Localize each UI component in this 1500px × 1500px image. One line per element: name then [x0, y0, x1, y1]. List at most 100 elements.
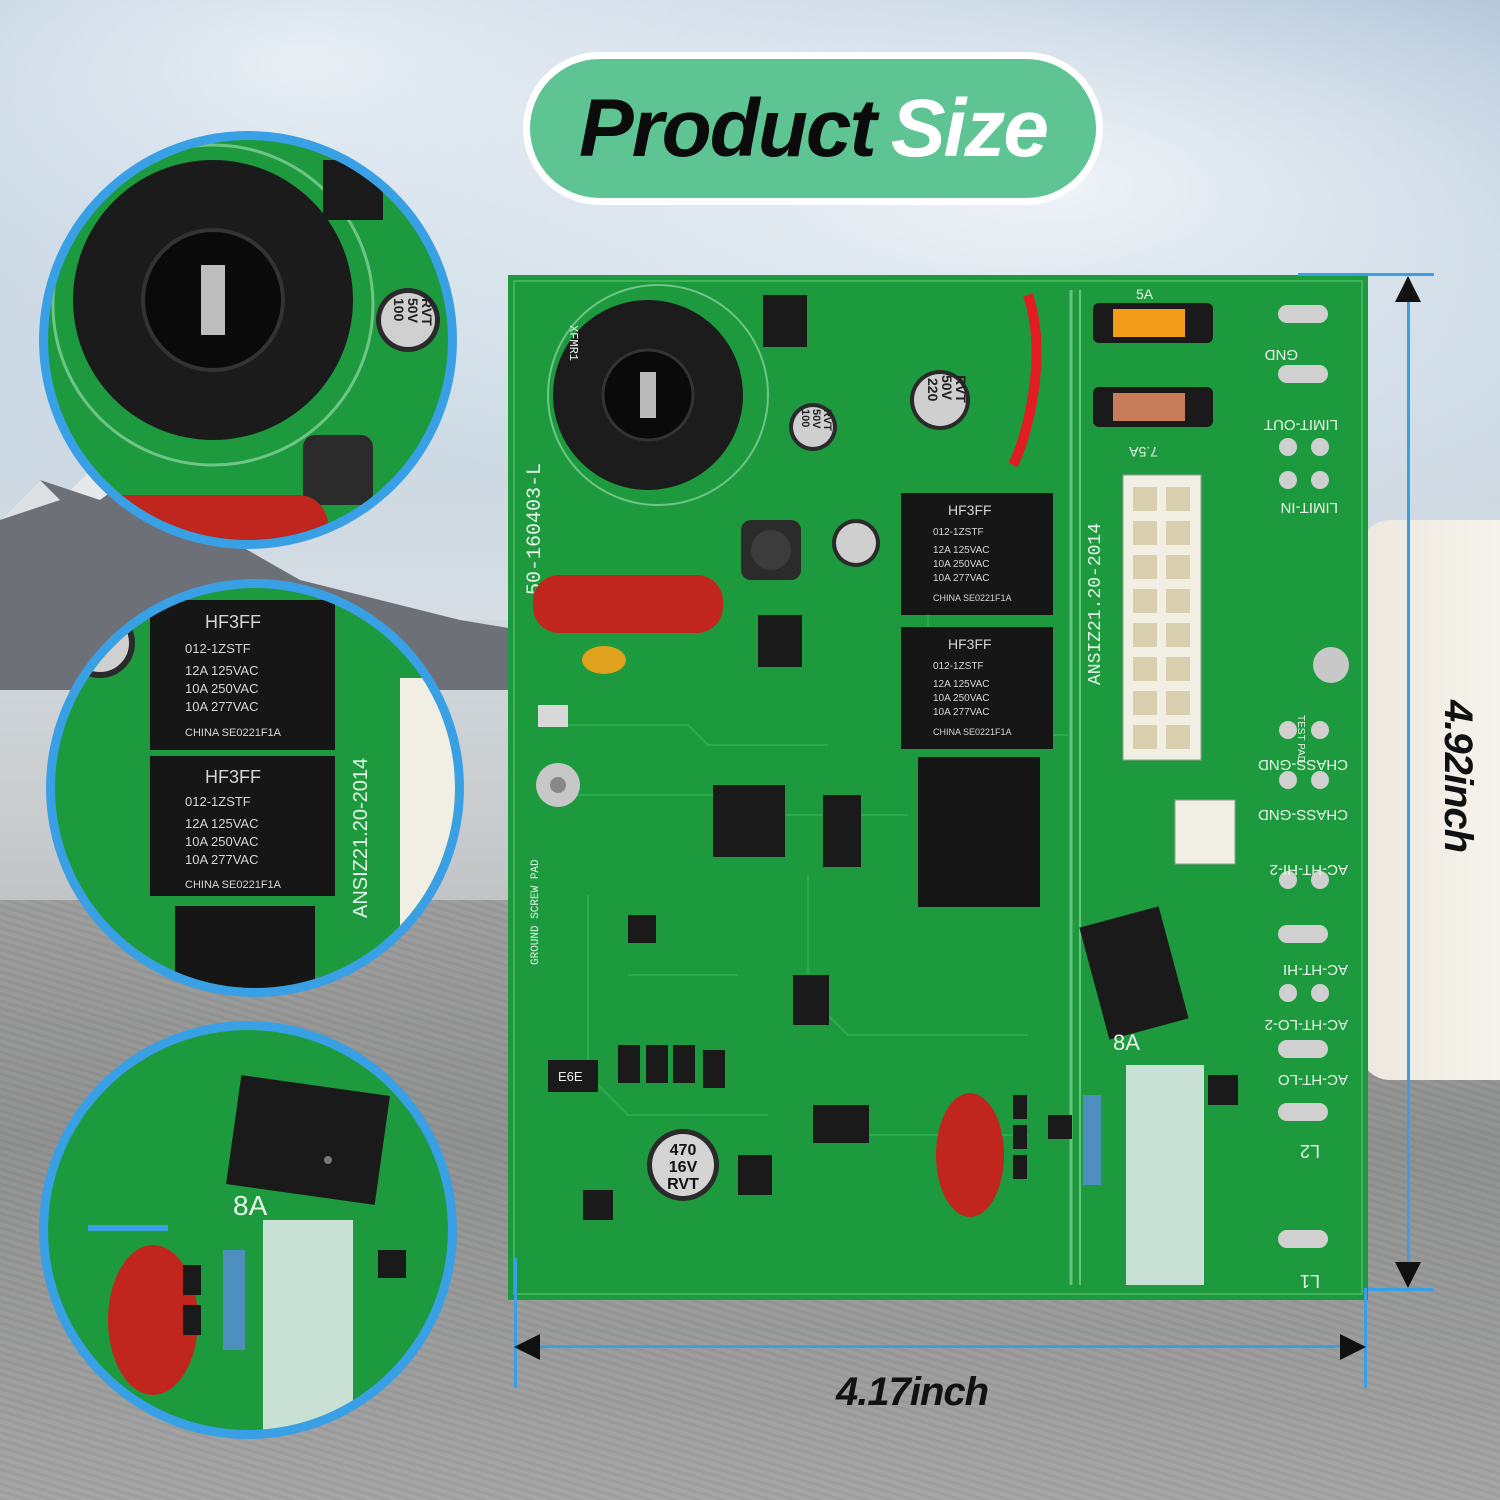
svg-text:10A 277VAC: 10A 277VAC	[185, 852, 258, 867]
e6e-inductor	[548, 1060, 598, 1092]
svg-text:12A 125VAC: 12A 125VAC	[185, 663, 258, 678]
svg-text:HF3FF: HF3FF	[205, 612, 261, 632]
rv-background	[1360, 520, 1500, 1080]
svg-text:HF3FF: HF3FF	[948, 502, 992, 518]
svg-text:012-1ZSTF: 012-1ZSTF	[933, 527, 984, 538]
height-arrow-bottom	[1395, 1262, 1421, 1288]
width-dimension-line	[525, 1345, 1355, 1348]
relay-k4	[1079, 906, 1189, 1040]
width-arrow-left	[514, 1334, 540, 1360]
circuit-board: 50-160403-L ANSIZ21.20-2014 XFMR1 GROUND…	[508, 275, 1368, 1300]
svg-text:CHINA SE0221F1A: CHINA SE0221F1A	[185, 879, 282, 891]
glass-fuse-8a	[1126, 1065, 1204, 1285]
label-l2: L2	[1300, 1141, 1320, 1161]
cap-470-value: 470	[670, 1142, 697, 1159]
title-pill: Product Size	[530, 59, 1096, 198]
cap-100-voltage: 50V	[810, 409, 822, 429]
part-number-label: 50-160403-L	[524, 463, 547, 595]
svg-text:012-1ZSTF: 012-1ZSTF	[185, 641, 251, 656]
label-limit-in: LIMIT-IN	[1280, 499, 1338, 516]
svg-text:12A 125VAC: 12A 125VAC	[933, 679, 990, 690]
standard-label: ANSIZ21.20-2014	[1086, 523, 1106, 685]
cap-470-voltage: 16V	[669, 1159, 698, 1176]
test-pad	[1313, 647, 1349, 683]
title-word-product: Product	[579, 82, 877, 174]
regulator-ic	[758, 615, 802, 667]
label-test-pad: TEST PAD	[1295, 715, 1306, 763]
connector-p1	[1122, 474, 1202, 761]
svg-text:CHINA SE0221F1A: CHINA SE0221F1A	[933, 727, 1012, 737]
connector-p5	[1174, 799, 1236, 865]
height-label: 4.92inch	[1436, 700, 1480, 853]
ic-chip	[823, 795, 861, 867]
label-gnd: GND	[1265, 346, 1299, 363]
relay-k3: HF3FF 012-1ZSTF 12A 125VAC 10A 250VAC 10…	[901, 493, 1053, 615]
fuse-5a-label: 5A	[1136, 286, 1154, 302]
height-dimension-line	[1407, 290, 1410, 1275]
zoom-circle-fuse: 8A	[39, 1021, 457, 1439]
width-label: 4.17inch	[836, 1370, 989, 1414]
svg-text:CHINA SE0221F1A: CHINA SE0221F1A	[185, 727, 282, 739]
svg-text:10A 250VAC: 10A 250VAC	[185, 681, 258, 696]
svg-text:10A 250VAC: 10A 250VAC	[933, 559, 990, 570]
svg-text:ANSIZ21.20-2014: ANSIZ21.20-2014	[350, 758, 372, 918]
driver-ic	[813, 1105, 869, 1143]
cap-100-value: 100	[799, 409, 811, 427]
svg-text:12A 125VAC: 12A 125VAC	[185, 816, 258, 831]
svg-text:50V: 50V	[405, 298, 421, 324]
fuse-7-5a	[1113, 393, 1185, 421]
svg-text:10A 277VAC: 10A 277VAC	[933, 573, 990, 584]
zoom-circle-relays: HF3FF 012-1ZSTF 12A 125VAC 10A 250VAC 10…	[46, 579, 464, 997]
xfmr-outline	[547, 284, 769, 506]
e6e-label: E6E	[558, 1069, 583, 1084]
svg-text:RVT: RVT	[419, 298, 435, 326]
cap-100-brand: RVT	[821, 409, 833, 431]
xfmr-label: XFMR1	[566, 325, 580, 361]
yellow-capacitor	[582, 646, 626, 674]
cap-220-value: 220	[925, 378, 941, 402]
fuse-7-5a-label: 7.5A	[1129, 444, 1158, 460]
fuse-8a-label: 8A	[1113, 1030, 1140, 1055]
svg-text:CHINA SE0221F1A: CHINA SE0221F1A	[933, 593, 1012, 603]
ground-pad-label: GROUND SCREW PAD	[530, 859, 542, 965]
board-outline	[513, 280, 1363, 1295]
width-dimension-left-tick	[514, 1258, 517, 1388]
width-arrow-right	[1340, 1334, 1366, 1360]
height-dimension-bottom-tick	[1368, 1288, 1434, 1291]
label-l1: L1	[1300, 1271, 1320, 1291]
label-chass-gnd-2: CHASS-GND	[1258, 806, 1348, 823]
width-dimension-right-tick	[1364, 1288, 1367, 1388]
label-ac-ht-hi-2: AC-HT-HI-2	[1270, 861, 1348, 878]
svg-text:012-1ZSTF: 012-1ZSTF	[185, 794, 251, 809]
svg-text:12A 125VAC: 12A 125VAC	[933, 545, 990, 556]
red-film-capacitor	[533, 575, 723, 633]
label-chass-gnd-1: CHASS-GND	[1258, 756, 1348, 773]
svg-text:HF3FF: HF3FF	[205, 767, 261, 787]
label-ac-ht-lo-2: AC-HT-LO-2	[1265, 1016, 1348, 1033]
svg-text:012-1ZSTF: 012-1ZSTF	[933, 661, 984, 672]
cap-220-brand: RVT	[953, 375, 969, 403]
bottom-red-capacitor	[936, 1093, 1004, 1217]
cap-470-brand: RVT	[667, 1176, 699, 1193]
gdi-component	[538, 705, 568, 727]
svg-text:10A 277VAC: 10A 277VAC	[185, 699, 258, 714]
label-limit-out: LIMIT-OUT	[1264, 416, 1338, 433]
svg-text:100: 100	[391, 298, 407, 322]
svg-text:HF3FF: HF3FF	[948, 636, 992, 652]
label-ac-ht-hi: AC-HT-HI	[1283, 961, 1348, 978]
small-ic	[628, 915, 656, 943]
xfmr-adjust-screw	[640, 372, 656, 418]
svg-text:10A 277VAC: 10A 277VAC	[933, 707, 990, 718]
terminals	[1278, 305, 1329, 1248]
red-jumper-wire	[1008, 293, 1042, 468]
svg-text:10A 250VAC: 10A 250VAC	[933, 693, 990, 704]
fuse-5a	[1113, 309, 1185, 337]
svg-text:10A 250VAC: 10A 250VAC	[185, 834, 258, 849]
height-dimension-top-tick	[1298, 273, 1434, 276]
cap-220-voltage: 50V	[939, 375, 955, 401]
transistor-q4	[763, 295, 807, 347]
label-ac-ht-lo: AC-HT-LO	[1278, 1071, 1348, 1088]
zoom-circle-transformer: 100 50V RVT	[39, 131, 457, 549]
microcontroller-chip	[713, 785, 785, 857]
svg-text:8A: 8A	[233, 1190, 268, 1221]
